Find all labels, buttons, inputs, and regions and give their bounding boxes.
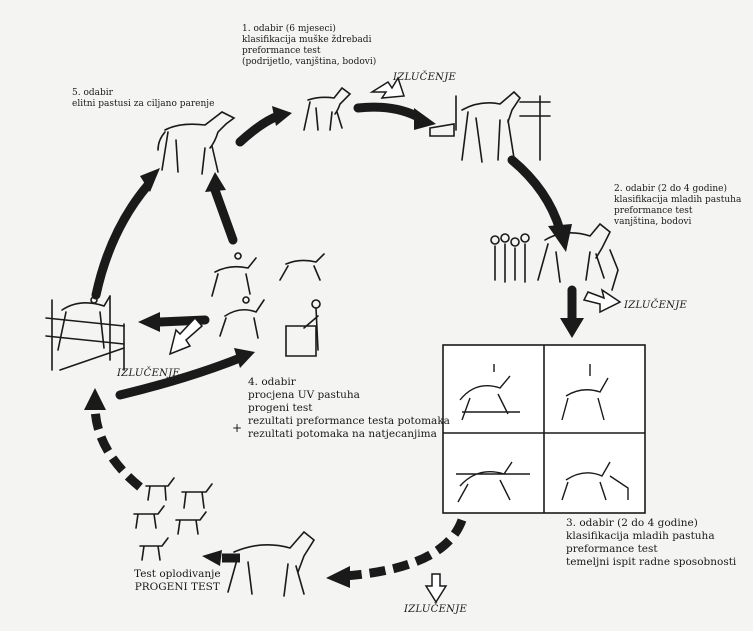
stage-3-line: klasifikacija mladih pastuha (566, 530, 715, 542)
culling-arrows (168, 76, 622, 604)
stage-2-line: vanjština, bodovi (614, 217, 692, 227)
stage-2-line: klasifikacija mladih pastuha (614, 195, 742, 205)
progeny-foals-drawing (133, 477, 213, 561)
stage-3-line: temeljni ispit radne sposobnosti (566, 556, 737, 568)
arrow-1-to-group (353, 102, 425, 123)
stage-4-plus-sign: + (232, 421, 243, 435)
culling-arrow-2 (582, 288, 622, 314)
arrow-3-to-progeny (344, 518, 467, 581)
arrow-group-to-2 (507, 155, 565, 235)
stage-5-line: 5. odabir (72, 88, 113, 98)
culling-label-4: IZLUČENJE (404, 604, 468, 615)
progeny-line: PROGENI TEST (134, 581, 220, 593)
corral-drawing (45, 295, 125, 371)
stage-1-line: klasifikacija muške ždrebadi (242, 35, 372, 45)
culling-label-1: IZLUČENJE (393, 72, 457, 83)
progeny-line: Test oplodivanje (134, 568, 221, 580)
driving-sketch (561, 461, 629, 501)
arrow-5-to-1 (235, 111, 283, 147)
performance-test-panel (442, 344, 646, 514)
progeny-horse-drawing (227, 530, 316, 597)
stage-3-text: 3. odabir (2 do 4 godine) klasifikacija … (566, 517, 736, 569)
stage-3-line: 3. odabir (2 do 4 godine) (566, 517, 698, 529)
stage-5-line: elitni pastusi za ciljano parenje (72, 99, 215, 109)
stage-4-line: progeni test (248, 402, 313, 414)
arrow-4-to-corral (115, 353, 245, 400)
stallion-group-drawing (429, 90, 551, 163)
foal-drawing (303, 86, 352, 131)
arrow-corral-to-5 (91, 180, 153, 300)
culling-arrow-3 (168, 316, 204, 356)
stage-2-line: preformance test (614, 206, 693, 216)
elite-stallion-drawing (157, 111, 236, 175)
stage-4-line: rezultati potomaka na natjecanjima (248, 428, 437, 440)
stage-1-line: (podrijetlo, vanjština, bodovi) (242, 57, 377, 67)
stage-1-line: 1. odabir (6 mjeseci) (242, 24, 336, 34)
horse-sketches (45, 86, 619, 597)
arrow-riders-to-5 (210, 185, 238, 245)
culling-arrow-1 (369, 76, 406, 99)
dashed-arrows (90, 404, 467, 581)
jumping-sketch-1 (459, 364, 520, 421)
dressage-sketch (561, 364, 609, 421)
stage-4-line: rezultati preformance testa potomaka (248, 415, 450, 427)
stage-2-line: 2. odabir (2 do 4 godine) (614, 184, 727, 194)
cycle-arrowheads (138, 106, 584, 368)
arrow-progeny-to-corral (90, 404, 143, 491)
young-stallion-inspection-drawing (490, 222, 619, 291)
jumping-sketch-2 (456, 461, 530, 503)
stage-5-text: 5. odabir elitni pastusi za ciljano pare… (72, 88, 214, 110)
culling-label-3: IZLUČENJE (117, 368, 181, 379)
stage-4-line: procjena UV pastuha (248, 389, 360, 401)
culling-arrow-4 (424, 573, 448, 604)
stage-4-line: 4. odabir (248, 376, 296, 388)
stage-4-text: 4. odabir procjena UV pastuha progeni te… (248, 376, 450, 441)
riders-drawing (211, 252, 325, 357)
stage-2-text: 2. odabir (2 do 4 godine) klasifikacija … (614, 184, 741, 228)
stage-3-line: preformance test (566, 543, 658, 555)
stage-1-line: preformance test (242, 46, 321, 56)
culling-label-2: IZLUČENJE (624, 300, 688, 311)
stage-1-text: 1. odabir (6 mjeseci) klasifikacija mušk… (242, 24, 376, 68)
progeny-test-text: Test oplodivanje PROGENI TEST (134, 568, 221, 594)
